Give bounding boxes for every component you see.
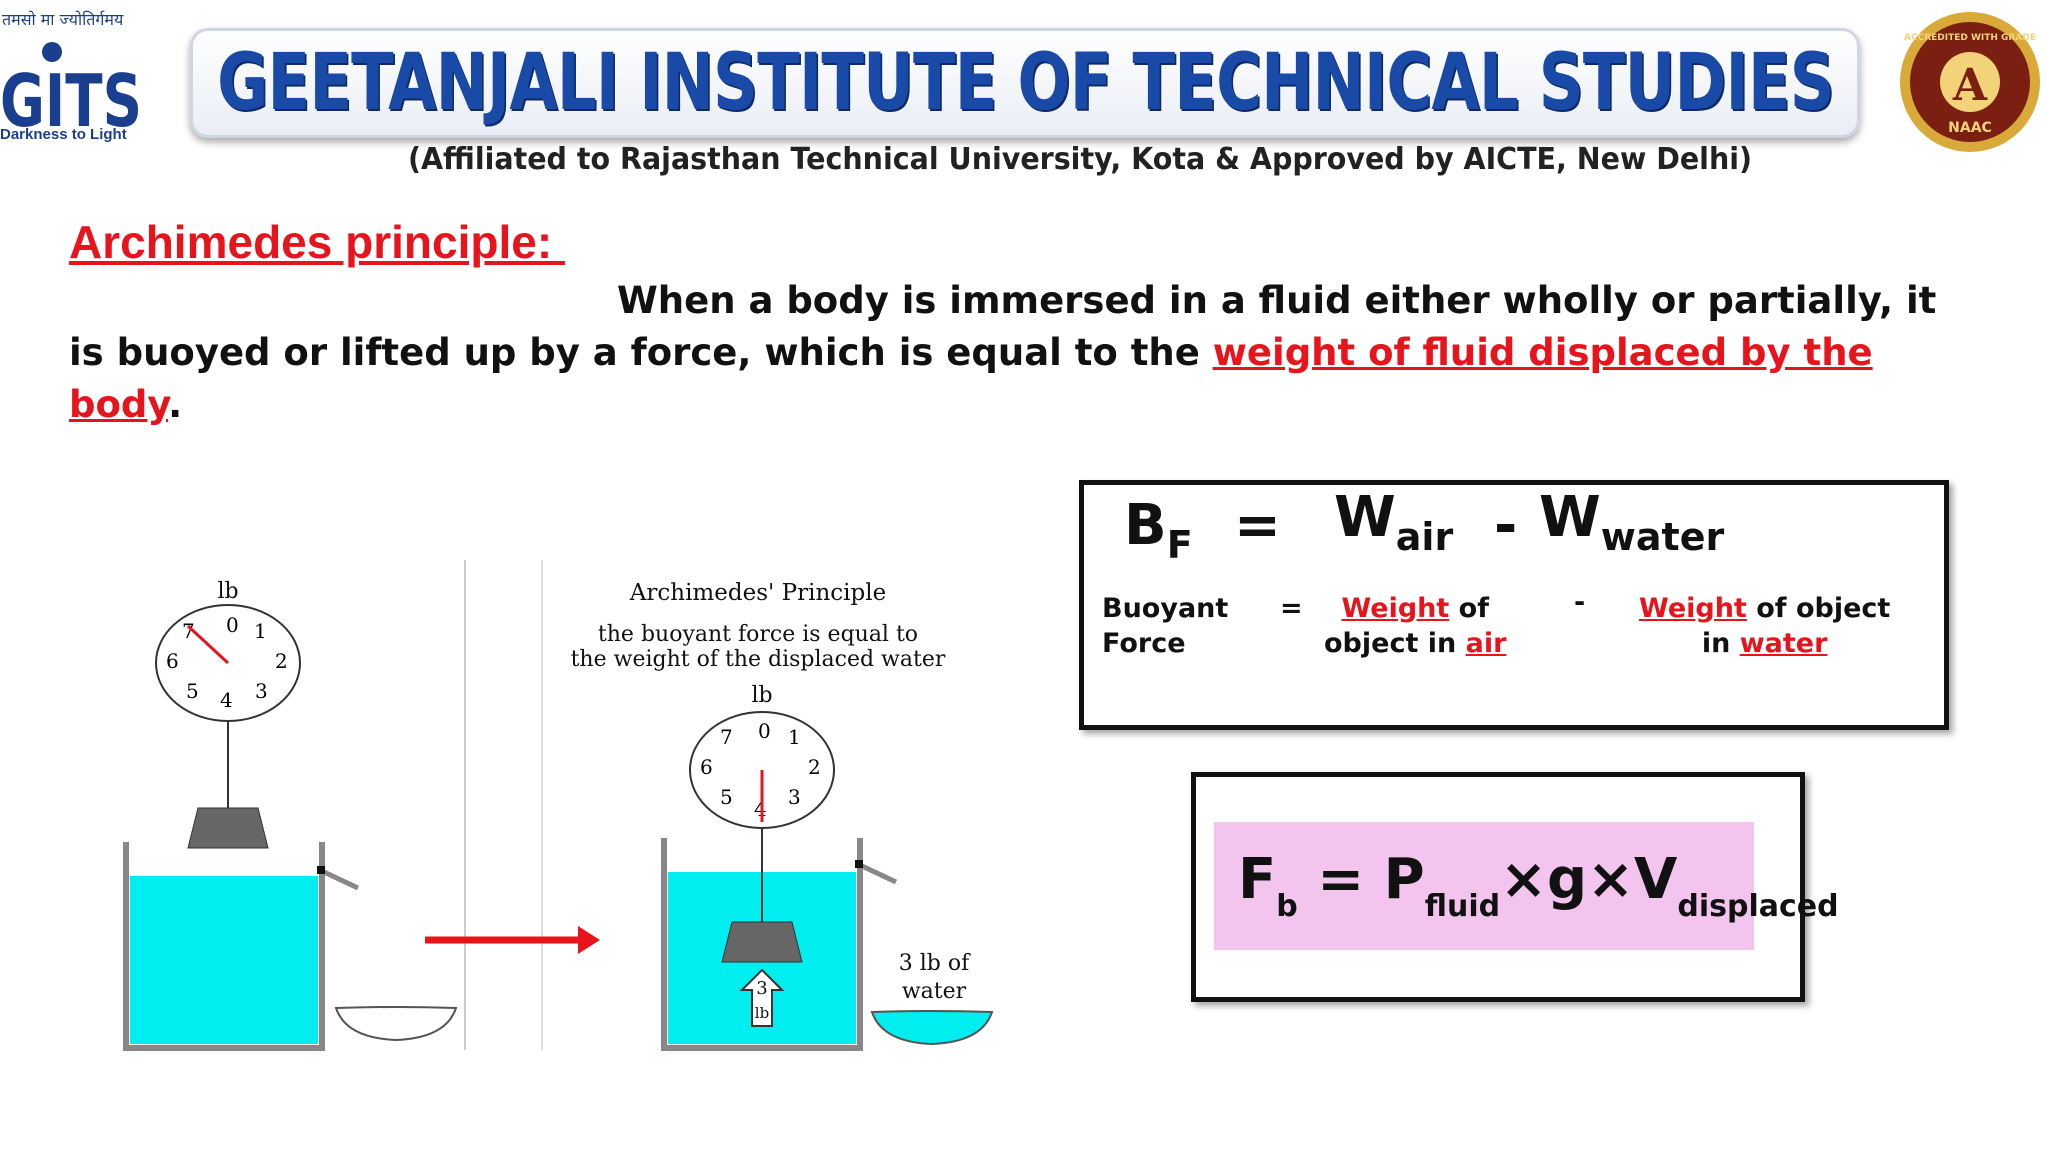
overflow-label-line2: water (902, 979, 967, 1004)
buoyant-force-arrow (739, 968, 785, 1027)
svg-text:0: 0 (226, 613, 239, 637)
equation-highlight (1214, 822, 1754, 950)
svg-text:7: 7 (182, 619, 195, 643)
svg-text:3: 3 (756, 978, 767, 999)
left-tank (123, 842, 360, 1051)
svg-text:6: 6 (700, 755, 713, 779)
w-water-symbol: Wwater (1539, 485, 1725, 559)
svg-text:4: 4 (220, 688, 233, 712)
svg-text:4: 4 (754, 797, 767, 821)
right-scale-unit: lb (751, 683, 772, 708)
naac-top-text: ACCREDITED WITH GRADE (1904, 33, 2036, 43)
buoyancy-equation-box: Fb = Pfluid×g×Vdisplaced (1191, 772, 1839, 1002)
svg-text:0: 0 (758, 719, 771, 743)
naac-badge: A ACCREDITED WITH GRADE NAAC (1900, 12, 2040, 152)
right-title: Archimedes' Principle (629, 580, 886, 606)
affiliation-text: (Affiliated to Rajasthan Technical Unive… (407, 142, 1753, 177)
overflow-label-line1: 3 lb of (899, 951, 971, 976)
archimedes-diagram: lb 0 1 2 3 4 5 6 7 Archimedes' Principle… (123, 560, 994, 1051)
logo-tagline: Darkness to Light (0, 126, 127, 143)
svg-text:1: 1 (788, 725, 801, 749)
left-scale-unit: lb (217, 579, 238, 604)
principle-text: When a body is immersed in a fluid eithe… (69, 275, 1949, 431)
svg-text:lb: lb (755, 1004, 769, 1022)
label-equals: = (1280, 593, 1303, 624)
svg-text:5: 5 (186, 679, 199, 703)
buoyancy-equation: Fb = Pfluid×g×Vdisplaced (1238, 847, 1839, 924)
overflow-dish (870, 1010, 994, 1046)
principle-text-end: . (168, 383, 183, 426)
logo-motto: तमसो मा ज्योतिर्गमय (2, 10, 124, 29)
gits-logo: तमसो मा ज्योतिर्गमय GITS Darkness to Lig… (0, 8, 150, 148)
svg-text:7: 7 (720, 725, 733, 749)
svg-text:3: 3 (788, 785, 801, 809)
institute-name-banner: GEETANJALI INSTITUTE OF TECHNICAL STUDIE… (190, 28, 1860, 138)
w-air-symbol: Wair (1334, 485, 1454, 559)
right-scale-dial: 0 1 2 3 4 5 6 7 (689, 711, 835, 829)
svg-text:3: 3 (255, 679, 268, 703)
bf-symbol: BF (1124, 493, 1193, 567)
right-caption-line2: the weight of the displaced water (571, 647, 946, 672)
left-empty-dish (334, 1006, 458, 1042)
svg-text:2: 2 (275, 649, 288, 673)
logo-letters: GITS (0, 59, 142, 136)
principle-text-main: When a body is immersed in a fluid eithe… (69, 279, 1937, 374)
formula-minus: - (1494, 493, 1518, 558)
slide-heading: Archimedes principle: (69, 216, 565, 268)
gits-logo-mark: GITS (0, 42, 142, 136)
label-minus: - (1574, 587, 1586, 618)
formula-equals: = (1234, 493, 1281, 558)
naac-grade: A (1952, 60, 1988, 111)
svg-text:1: 1 (254, 619, 267, 643)
left-scale-dial: 0 1 2 3 4 5 6 7 (155, 604, 301, 722)
institute-name: GEETANJALI INSTITUTE OF TECHNICAL STUDIE… (216, 38, 1835, 128)
svg-text:5: 5 (720, 785, 733, 809)
svg-text:6: 6 (166, 649, 179, 673)
svg-text:2: 2 (808, 755, 821, 779)
naac-bottom-text: NAAC (1948, 120, 1992, 136)
right-caption-line1: the buoyant force is equal to (598, 622, 918, 647)
principle-highlight: weight of fluid displaced by the body (69, 331, 1873, 426)
